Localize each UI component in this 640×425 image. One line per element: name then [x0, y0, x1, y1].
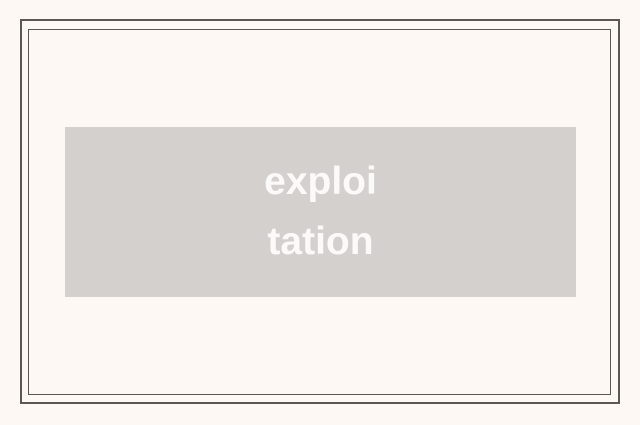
word-card[interactable]: exploi tation [65, 127, 576, 297]
word-line-2: tation [267, 220, 374, 263]
inner-frame-border [28, 29, 611, 395]
outer-frame-border [20, 19, 620, 404]
word-line-1: exploi [264, 160, 377, 203]
